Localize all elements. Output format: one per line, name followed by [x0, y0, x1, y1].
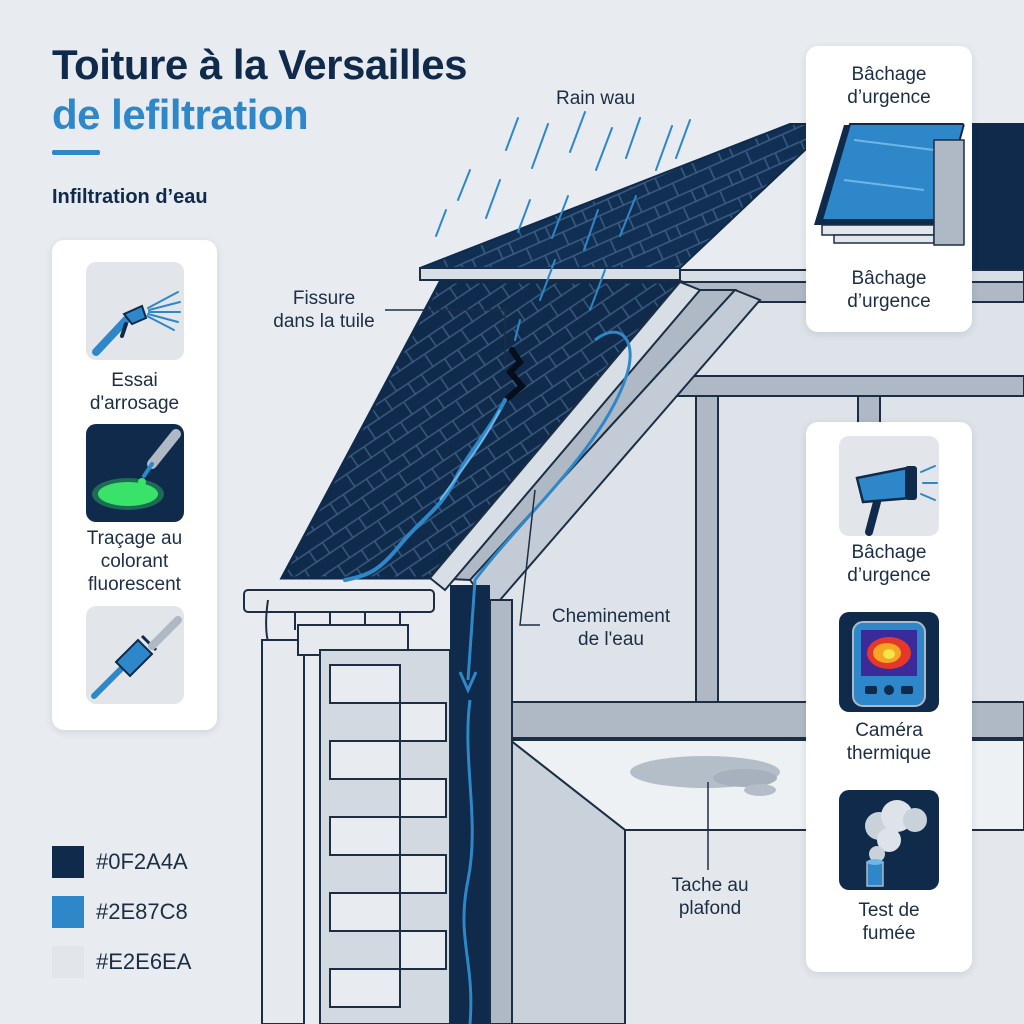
- title-line-2: de lefiltration: [52, 91, 309, 139]
- rain-label: Rain wau: [556, 88, 636, 109]
- palette-swatch: [52, 846, 84, 878]
- hose-test-label: Essai d'arrosage: [89, 370, 180, 414]
- dye-tracing-label: Traçage au colorant fluorescent: [86, 528, 183, 595]
- tarp-bottom-label: Bâchage d’urgence: [847, 268, 931, 312]
- title-accent-bar: [52, 150, 100, 155]
- subtitle: Infiltration d’eau: [52, 186, 208, 208]
- hose-nozzle-icon: [86, 606, 184, 704]
- ceiling-stain-label: Tache au plafond: [671, 875, 749, 919]
- palette-item-navy: #0F2A4A: [52, 846, 188, 878]
- smoke-test-label: Test de fumée: [858, 900, 920, 944]
- palette-item-light-gray: #E2E6EA: [52, 946, 191, 978]
- blower-icon: [839, 436, 939, 536]
- palette-item-blue: #2E87C8: [52, 896, 188, 928]
- palette-code: #E2E6EA: [96, 949, 192, 974]
- crack-label: Fissure dans la tuile: [273, 288, 375, 332]
- thermal-camera-icon: [839, 612, 939, 712]
- tarp-top-label: Bâchage d’urgence: [847, 64, 931, 108]
- smoke-test-icon: [839, 790, 939, 890]
- right-methods-panel: Bâchage d’urgence Caméra thermique: [806, 422, 972, 972]
- title-line-1: Toiture à la Versailles: [52, 41, 467, 88]
- garden-hose-spray-icon: [86, 262, 184, 360]
- blower-label: Bâchage d’urgence: [847, 542, 931, 586]
- emergency-tarp-icon: [814, 120, 966, 250]
- palette-swatch: [52, 896, 84, 928]
- page-title: Toiture à la Versailles de lefiltration: [52, 41, 467, 139]
- fluorescent-dye-icon: [86, 424, 184, 522]
- thermal-camera-label: Caméra thermique: [846, 720, 932, 764]
- palette-code: #0F2A4A: [96, 849, 188, 874]
- left-methods-panel: Essai d'arrosage Traçage au colorant flu…: [52, 240, 217, 730]
- palette-swatch: [52, 946, 84, 978]
- palette-code: #2E87C8: [96, 899, 188, 924]
- water-path-label: Cheminement de l'eau: [551, 606, 671, 650]
- top-right-tarp-panel: Bâchage d’urgence Bâchage d’urgence: [806, 46, 972, 332]
